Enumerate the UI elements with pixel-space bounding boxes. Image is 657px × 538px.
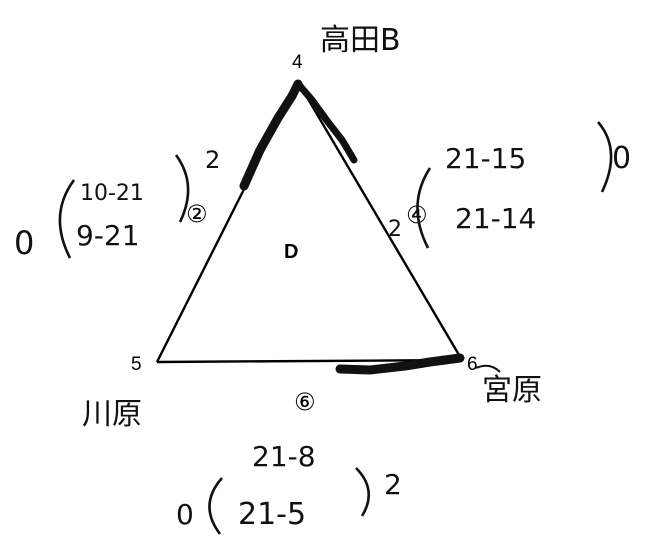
score-line1-bottom: 21-8: [252, 440, 316, 473]
edge-5-6: [156, 358, 463, 364]
match-number-bottom: ⑥: [294, 388, 316, 416]
vertex-number-top: 4: [292, 52, 303, 73]
paren-open-right: [416, 167, 432, 249]
score-line2-left: 9-21: [76, 219, 140, 252]
team-name-right: 宮原: [482, 373, 542, 408]
paren-close-bottom: [355, 467, 370, 517]
vertex-number-right: 6: [467, 354, 478, 375]
win-mark-right-edge: [296, 82, 358, 164]
vertex-number-left: 5: [131, 354, 142, 375]
team-name-left: 川原: [82, 397, 142, 432]
paren-open-bottom: [208, 477, 223, 535]
score-line1-right: 21-15: [445, 142, 526, 175]
score-prefix-right: 2: [388, 217, 402, 242]
edge-4-6: [296, 81, 464, 361]
match-number-left: ②: [186, 200, 208, 228]
center-label: D: [284, 241, 298, 263]
paren-open-left: [58, 179, 76, 259]
score-suffix-bottom: 2: [384, 468, 402, 501]
score-line2-right: 21-14: [455, 202, 536, 235]
connector-mark-right: [475, 364, 501, 373]
win-mark-left-edge: [239, 79, 303, 191]
score-prefix-left: 0: [14, 224, 34, 262]
score-line2-bottom: 21-5: [238, 497, 306, 532]
score-prefix-bottom: 0: [176, 498, 194, 531]
paren-close-right: [597, 121, 613, 193]
team-name-top: 高田B: [320, 23, 401, 58]
score-suffix-left: 2: [205, 146, 220, 174]
win-mark-bottom-edge: [335, 353, 465, 375]
score-suffix-right: 0: [612, 141, 631, 176]
paren-close-left: [174, 154, 190, 223]
score-line1-left: 10-21: [80, 181, 144, 206]
